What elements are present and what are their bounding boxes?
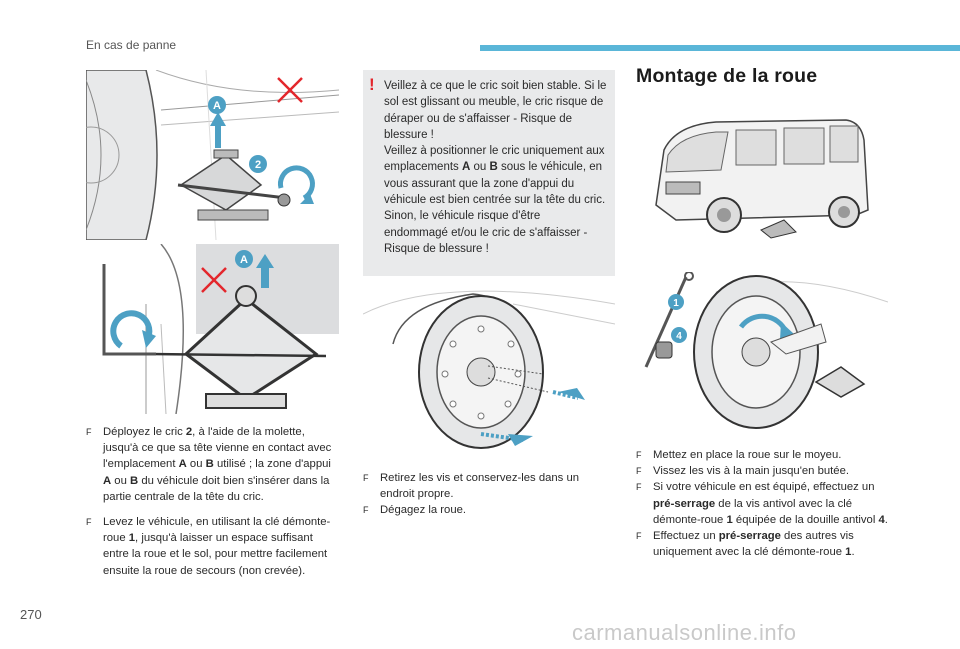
label-1: 1 [673, 298, 679, 309]
warning-paragraph-1: Veillez à ce que le cric soit bien stabl… [384, 80, 607, 141]
wheel-mount-illustration: 1 4 [636, 272, 888, 440]
step-antitheft-pretighten: F Si votre véhicule en est équipé, effec… [636, 481, 888, 526]
section-title: Montage de la roue [636, 65, 818, 87]
figure-wheel-removal [363, 284, 615, 454]
warning-icon: ! [369, 75, 375, 94]
header-accent-bar [480, 45, 960, 51]
figure-van [636, 110, 888, 250]
bullet-icon: F [636, 466, 642, 477]
bullet-icon: F [363, 473, 369, 483]
bullet-icon: F [363, 505, 369, 516]
bullet-icon: F [86, 517, 92, 528]
warning-paragraph-2: Veillez à positionner le cric uniquement… [384, 145, 606, 255]
step-deploy-jack: F Déployez le cric 2, à l'aide de la mol… [86, 426, 332, 503]
bullet-icon: F [636, 482, 642, 493]
bullet-icon: F [636, 450, 642, 460]
jack-deploy-illustration: A 2 [86, 70, 339, 240]
watermark: carmanualsonline.info [572, 620, 797, 645]
label-A: A [213, 100, 221, 112]
page-number: 270 [20, 607, 42, 622]
wheel-removal-illustration [363, 284, 615, 454]
van-illustration [636, 110, 888, 250]
figure-jack-deploy: A 2 [86, 70, 339, 240]
figure-wheel-mount: 1 4 [636, 272, 888, 440]
jack-lift-illustration: A [86, 244, 339, 414]
steps-jack: F Déployez le cric 2, à l'aide de la mol… [86, 424, 339, 579]
step-clear-wheel: F Dégagez la roue. [363, 502, 615, 518]
step-lift-vehicle: F Levez le véhicule, en utilisant la clé… [86, 516, 331, 577]
label-4: 4 [676, 331, 682, 342]
step-hand-tighten: F Vissez les vis à la main jusqu'en buté… [636, 463, 888, 479]
step-remove-screws: F Retirez les vis et conservez-les dans … [363, 472, 580, 501]
label-2: 2 [255, 159, 261, 171]
warning-box: ! Veillez à ce que le cric soit bien sta… [363, 70, 615, 276]
bullet-icon: F [86, 427, 92, 437]
label-A: A [240, 254, 248, 266]
steps-mount: F Mettez en place la roue sur le moyeu. … [636, 447, 888, 560]
bullet-icon: F [636, 531, 642, 542]
steps-remove: F Retirez les vis et conservez-les dans … [363, 470, 615, 519]
chapter-title: En cas de panne [86, 38, 177, 52]
figure-jack-lift: A [86, 244, 339, 414]
step-pretighten-others: F Effectuez un pré-serrage des autres vi… [636, 530, 855, 559]
step-place-wheel: F Mettez en place la roue sur le moyeu. [636, 447, 888, 463]
